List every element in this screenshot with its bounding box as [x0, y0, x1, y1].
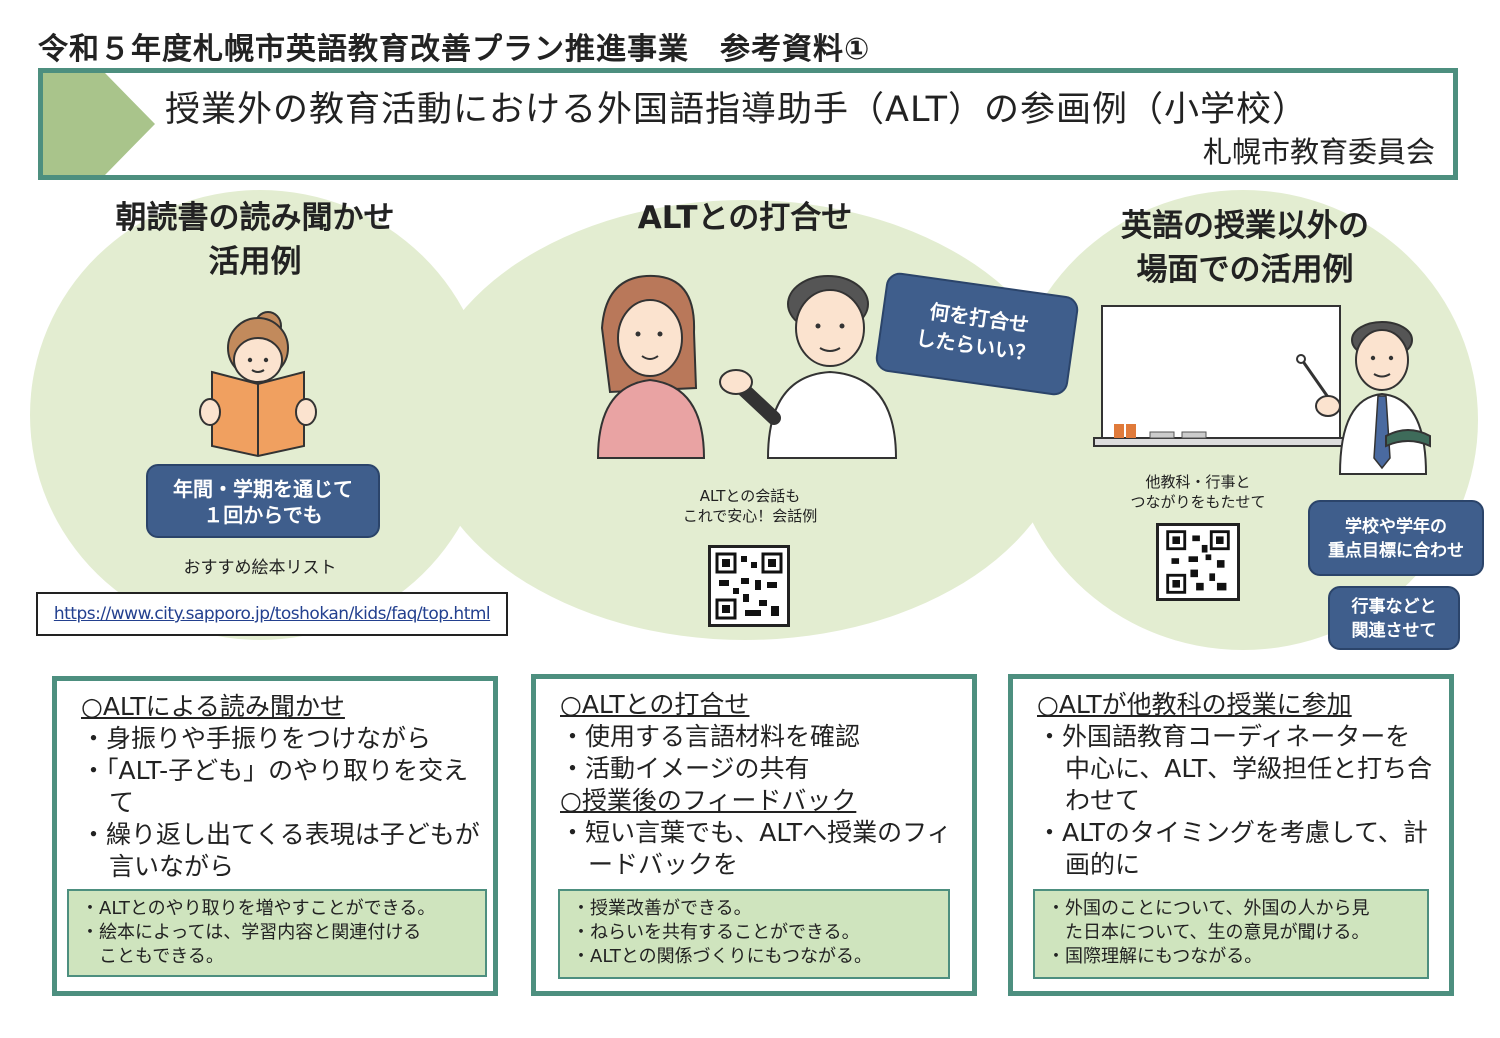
other-panel-heading: ○ALTが他教科の授業に参加: [1037, 690, 1352, 719]
other-panel-bullet: ・ALTのタイミングを考慮して、計画的に: [1037, 818, 1428, 879]
qr-code-icon: [1166, 530, 1230, 594]
conversation-example-caption: ALTとの会話も これで安心！会話例: [682, 487, 818, 525]
meeting-panel-bullet: ・使用する言語材料を確認: [560, 722, 861, 751]
meeting-section-title: ALTとの打合せ: [637, 200, 853, 236]
meeting-panel-heading: ○ALTとの打合せ: [560, 690, 750, 719]
reading-panel-bullet: ・「ALT-子ども」のやり取りを交えて: [81, 756, 469, 817]
organization-name: 札幌市教育委員会: [1202, 135, 1435, 169]
other-uses-section-title: 英語の授業以外の 場面での活用例: [1121, 208, 1369, 288]
alt-meeting-illustration: [596, 274, 898, 459]
school-events-badge: 行事などと 関連させて: [1328, 586, 1460, 650]
picture-book-list-link[interactable]: https://www.city.sapporo.jp/toshokan/kid…: [36, 592, 508, 636]
qr-code-icon: [715, 552, 783, 620]
other-panel-bullet: ・外国語教育コーディネーターを中心に、ALT、学級担任と打ち合わせて: [1037, 722, 1433, 815]
teacher-whiteboard-illustration: [1093, 305, 1431, 475]
page-title: 授業外の教育活動における外国語指導助手（ALT）の参画例（小学校）: [165, 90, 1309, 130]
title-banner: 授業外の教育活動における外国語指導助手（ALT）の参画例（小学校） 札幌市教育委…: [38, 68, 1458, 180]
reading-panel-heading: ○ALTによる読み聞かせ: [81, 692, 345, 721]
other-benefits-note: ・外国のことについて、外国の人から見 た日本について、生の意見が聞ける。 ・国際…: [1033, 889, 1429, 979]
meeting-detail-panel: ○ALTとの打合せ ・使用する言語材料を確認 ・活動イメージの共有 ○授業後のフ…: [531, 674, 977, 996]
reading-panel-bullet: ・身振りや手振りをつけながら: [81, 724, 432, 753]
document-header-line: 令和５年度札幌市英語教育改善プラン推進事業 参考資料①: [38, 32, 871, 67]
school-goals-badge: 学校や学年の 重点目標に合わせ: [1308, 500, 1484, 576]
feedback-panel-heading: ○授業後のフィードバック: [560, 786, 857, 815]
reading-section-title: 朝読書の読み聞かせ 活用例: [115, 200, 395, 280]
other-subjects-qr-code[interactable]: [1156, 523, 1240, 601]
meeting-benefits-note: ・授業改善ができる。 ・ねらいを共有することができる。 ・ALTとの関係づくりに…: [558, 889, 950, 979]
other-subjects-caption: 他教科・行事と つながりをもたせて: [1130, 473, 1266, 511]
reading-panel-bullet: ・繰り返し出てくる表現は子どもが言いながら: [81, 820, 480, 881]
meeting-panel-bullet: ・活動イメージの共有: [560, 754, 810, 783]
reading-frequency-badge: 年間・学期を通じて １回からでも: [146, 464, 380, 538]
feedback-panel-bullet: ・短い言葉でも、ALTへ授業のフィードバックを: [560, 818, 952, 879]
picture-book-list-caption: おすすめ絵本リスト: [183, 558, 337, 578]
girl-reading-illustration: [199, 311, 317, 458]
reading-benefits-note: ・ALTとのやり取りを増やすことができる。 ・絵本によっては、学習内容と関連付け…: [67, 889, 487, 977]
banner-arrow-shape: [43, 73, 155, 175]
other-subjects-detail-panel: ○ALTが他教科の授業に参加 ・外国語教育コーディネーターを中心に、ALT、学級…: [1008, 674, 1454, 996]
reading-detail-panel: ○ALTによる読み聞かせ ・身振りや手振りをつけながら ・「ALT-子ども」のや…: [52, 676, 498, 996]
conversation-example-qr-code[interactable]: [708, 545, 790, 627]
